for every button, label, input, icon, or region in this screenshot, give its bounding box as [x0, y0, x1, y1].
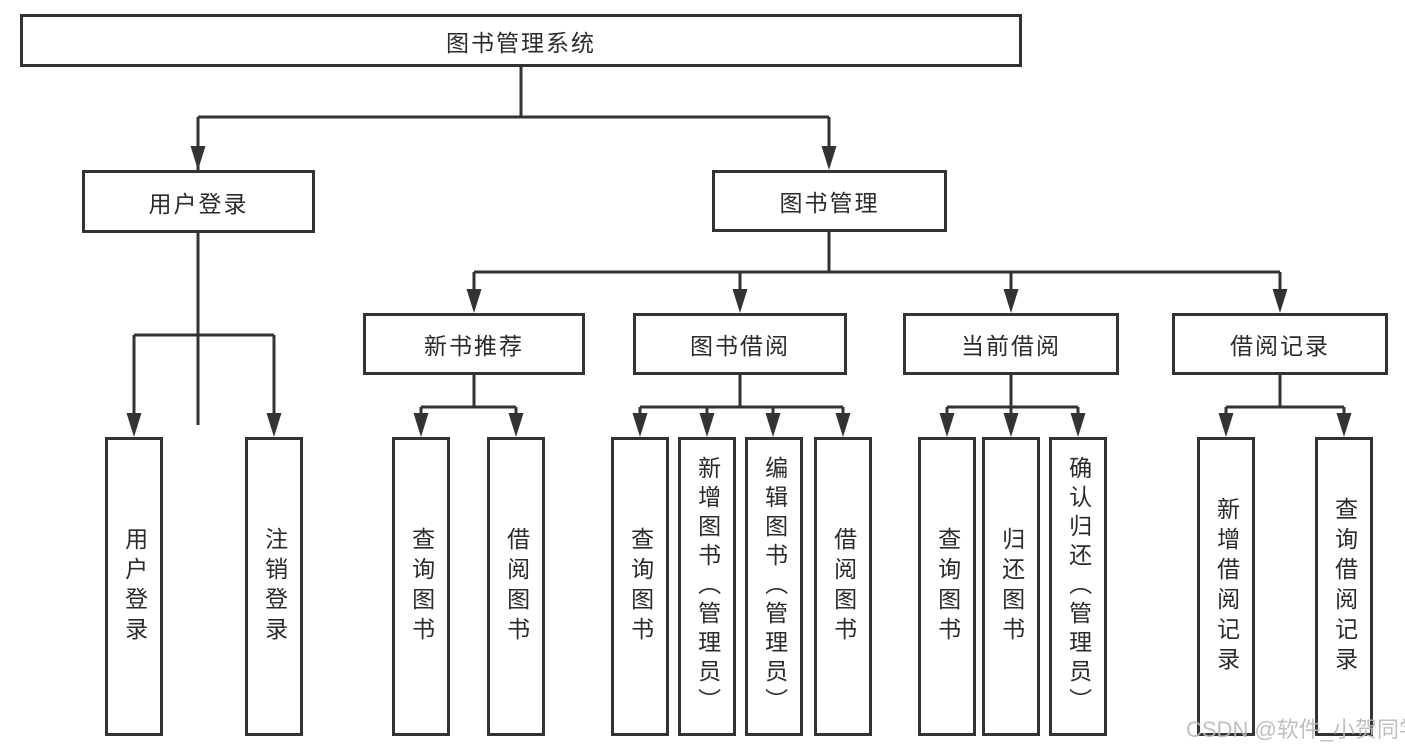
node-label: 图书管理: [779, 190, 880, 216]
node-label: 注销登录: [261, 526, 288, 647]
node-label: 编辑图书（管理员）: [761, 456, 788, 717]
node-leaf-user-login: 用户登录: [105, 437, 163, 736]
node-cb-return-book: 归还图书: [982, 437, 1040, 736]
node-label: 借阅记录: [1230, 333, 1330, 359]
node-bb-add-book-admin: 新增图书（管理员）: [678, 437, 736, 736]
node-borrowing-records: 借阅记录: [1172, 313, 1388, 375]
node-bb-query-book: 查询图书: [611, 437, 669, 736]
node-cb-confirm-return-admin: 确认归还（管理员）: [1049, 437, 1107, 736]
arrowheads: [126, 146, 1352, 437]
node-label: 用户登录: [148, 190, 249, 217]
node-label: 查询图书: [627, 526, 654, 647]
node-book-borrowing: 图书借阅: [633, 313, 847, 375]
node-label: 图书管理系统: [446, 29, 596, 56]
node-cb-query-book: 查询图书: [918, 437, 976, 736]
node-br-add-borrow-record: 新增借阅记录: [1197, 437, 1255, 736]
node-label: 新增借阅记录: [1213, 496, 1240, 677]
node-leaf-logout: 注销登录: [245, 437, 303, 736]
node-nb-query-book: 查询图书: [392, 437, 450, 736]
node-label: 查询图书: [408, 526, 435, 647]
node-label: 确认归还（管理员）: [1065, 456, 1092, 717]
node-bb-edit-book-admin: 编辑图书（管理员）: [745, 437, 803, 736]
node-label: 新增图书（管理员）: [694, 456, 721, 717]
node-label: 当前借阅: [961, 333, 1061, 359]
node-label: 查询借阅记录: [1331, 496, 1358, 677]
node-nb-borrow-book: 借阅图书: [487, 437, 545, 736]
node-bb-borrow-book: 借阅图书: [814, 437, 872, 736]
node-label: 用户登录: [121, 526, 148, 647]
node-root-library-system: 图书管理系统: [20, 14, 1022, 67]
node-label: 查询图书: [934, 526, 961, 647]
node-new-book-recommend: 新书推荐: [363, 313, 585, 375]
node-label: 归还图书: [998, 526, 1025, 647]
node-label: 图书借阅: [690, 333, 790, 359]
node-br-query-borrow-record: 查询借阅记录: [1315, 437, 1373, 736]
node-label: 借阅图书: [830, 526, 857, 647]
node-book-management: 图书管理: [712, 170, 947, 232]
node-label: 新书推荐: [424, 333, 524, 359]
node-current-borrowing: 当前借阅: [903, 313, 1119, 375]
node-user-login: 用户登录: [82, 170, 315, 233]
csdn-watermark: CSDN @软件_小贺同学: [1186, 717, 1405, 742]
node-label: 借阅图书: [503, 526, 530, 647]
